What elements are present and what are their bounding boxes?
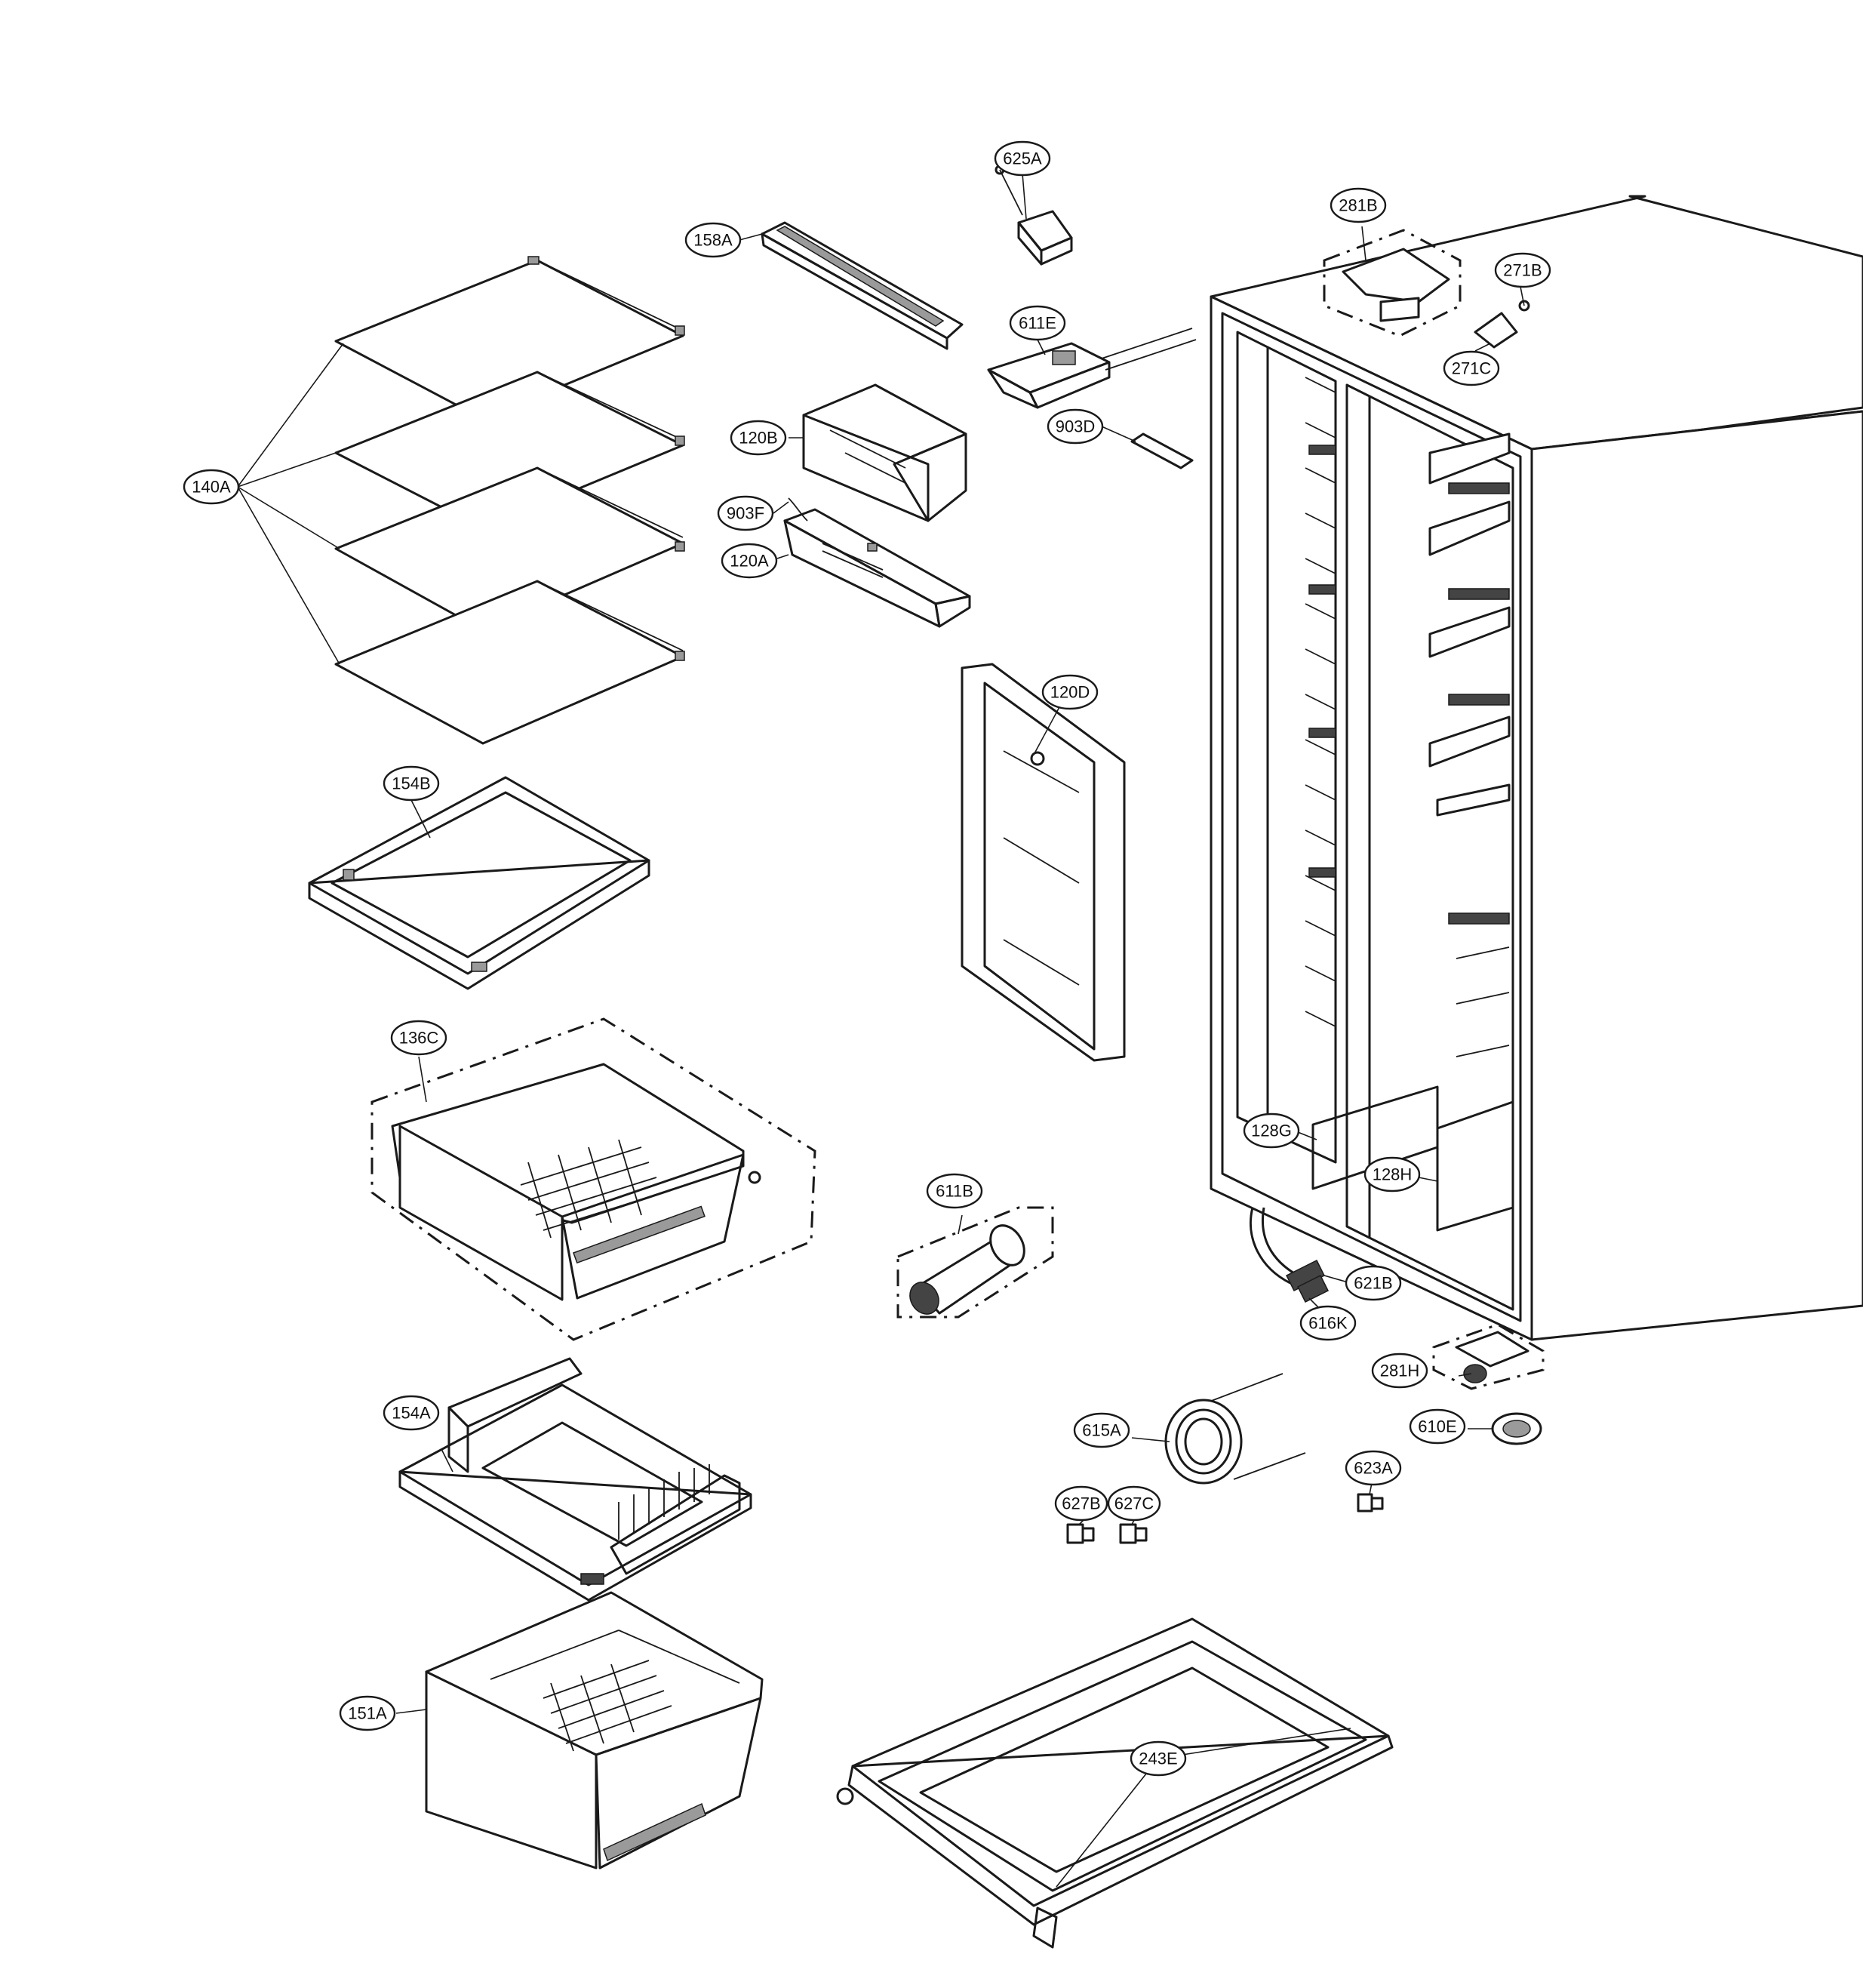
callout-label: 136C: [399, 1029, 439, 1048]
callout-281h: 281H: [1371, 1353, 1428, 1389]
callout-label: 903F: [727, 504, 764, 523]
sensor-611e: [987, 328, 1197, 409]
freezer-rails: [1305, 377, 1336, 1027]
callout-903d: 903D: [1047, 408, 1104, 445]
tube-roll-615a: [1164, 1373, 1306, 1485]
callout-label: 611E: [1019, 314, 1056, 333]
callout-243e: 243E: [1130, 1740, 1187, 1777]
callout-label: 140A: [192, 478, 231, 497]
callout-label: 611B: [936, 1182, 973, 1201]
callout-281b: 281B: [1330, 187, 1387, 223]
callout-label: 154B: [392, 774, 430, 793]
callout-615a: 615A: [1073, 1412, 1130, 1448]
back-panel-120d: [961, 663, 1126, 1062]
callout-154a: 154A: [383, 1395, 440, 1431]
callout-621b: 621B: [1345, 1265, 1402, 1301]
callout-label: 154A: [392, 1404, 431, 1423]
callout-label: 903D: [1056, 417, 1096, 436]
callout-label: 120D: [1050, 683, 1090, 702]
water-filter-611b: [896, 1206, 1054, 1319]
callout-label: 271B: [1503, 261, 1542, 280]
leader-lines: [237, 173, 1525, 1888]
callout-627b: 627B: [1054, 1485, 1108, 1522]
callout-label: 281B: [1339, 196, 1377, 215]
glass-shelf-2: [334, 371, 685, 530]
freezer-bin-243e: [836, 1617, 1394, 1949]
bracket-625a: [995, 165, 1073, 266]
callout-627c: 627C: [1107, 1485, 1161, 1522]
callout-label: 151A: [348, 1704, 387, 1723]
callout-623a: 623A: [1345, 1450, 1402, 1486]
lamp-cover-158a: [761, 221, 964, 350]
callout-label: 616K: [1308, 1314, 1348, 1333]
refrigerator-cabinet: [1210, 195, 1863, 1341]
callout-610e: 610E: [1409, 1408, 1466, 1445]
callout-154b: 154B: [383, 765, 440, 802]
crisper-cover-154b: [308, 776, 650, 990]
glass-shelf-4: [334, 580, 685, 745]
callout-120b: 120B: [730, 420, 787, 456]
callout-903f: 903F: [717, 495, 774, 531]
callout-label: 627C: [1114, 1494, 1154, 1513]
callout-label: 615A: [1082, 1421, 1121, 1440]
callout-label: 627B: [1062, 1494, 1100, 1513]
glass-shelf-1: [334, 256, 685, 420]
fresh-food-shelf-supports: [1428, 432, 1511, 1057]
callout-611b: 611B: [926, 1173, 983, 1209]
callout-label: 610E: [1418, 1417, 1456, 1436]
callout-271c: 271C: [1443, 350, 1500, 386]
duct-assembly-120b: [802, 383, 967, 522]
callout-128g: 128G: [1243, 1112, 1300, 1149]
callout-label: 128H: [1373, 1165, 1413, 1184]
callout-label: 243E: [1139, 1750, 1177, 1768]
callout-label: 623A: [1354, 1459, 1393, 1478]
label-903d: [1130, 432, 1194, 469]
duct-cover-120a: [783, 497, 971, 628]
callout-151a: 151A: [339, 1695, 396, 1731]
callout-140a: 140A: [183, 469, 240, 505]
callout-128h: 128H: [1363, 1156, 1421, 1192]
glass-shelves-140a: [334, 256, 685, 745]
clip-627c: [1119, 1523, 1148, 1544]
callout-label: 120B: [739, 429, 777, 448]
callout-625a: 625A: [994, 140, 1051, 177]
clip-627b: [1066, 1523, 1095, 1544]
callout-611e: 611E: [1009, 305, 1066, 341]
callout-label: 281H: [1380, 1362, 1420, 1380]
callout-271b: 271B: [1494, 252, 1551, 288]
callout-label: 621B: [1354, 1274, 1392, 1293]
crisper-frame-154a: [398, 1357, 752, 1602]
clip-623a: [1357, 1493, 1384, 1513]
leveler-281h: [1432, 1323, 1545, 1390]
cap-610e: [1491, 1412, 1542, 1445]
callout-120a: 120A: [721, 543, 778, 579]
callout-616k: 616K: [1299, 1305, 1357, 1341]
crisper-drawer-136c: [370, 1017, 816, 1341]
callout-label: 128G: [1251, 1122, 1292, 1140]
callout-label: 625A: [1003, 149, 1042, 168]
vegetable-drawer-151a: [425, 1591, 764, 1870]
callout-158a: 158A: [684, 222, 742, 258]
callout-136c: 136C: [390, 1020, 447, 1056]
callout-label: 158A: [693, 231, 733, 250]
glass-shelf-3: [334, 466, 685, 632]
callout-label: 120A: [730, 552, 769, 571]
callout-label: 271C: [1452, 359, 1492, 378]
callout-120d: 120D: [1041, 674, 1099, 710]
